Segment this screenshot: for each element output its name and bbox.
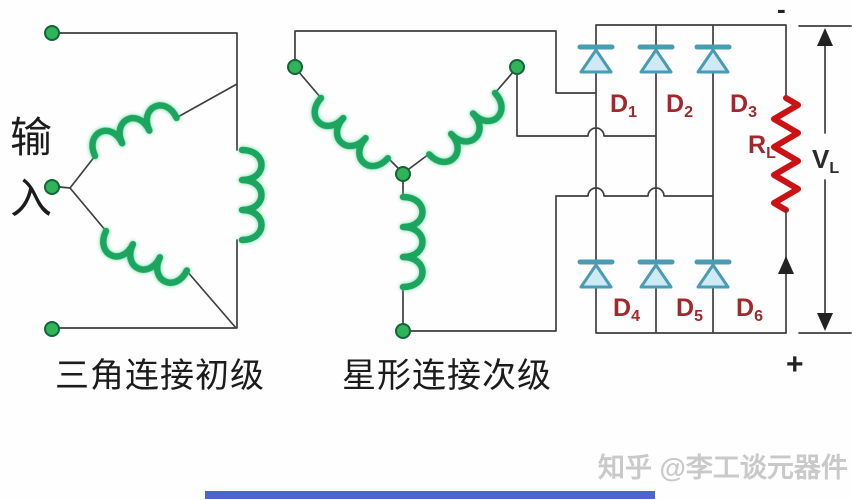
watermark: 知乎 @李工谈元器件 [598,453,848,483]
input-label: 输 入 [10,108,52,230]
rectifier-rails [595,24,787,334]
load-resistor [771,95,801,213]
polarity-minus: - [777,0,786,24]
star-coil-right [425,89,505,166]
input-char-2: 入 [10,174,53,222]
delta-coil-top [89,102,180,160]
diode-d5 [637,259,675,289]
delta-wires [58,32,238,329]
input-terminal-middle [44,179,60,195]
star-neutral-node [395,166,411,182]
caption-star-secondary: 星形连接次级 [342,357,552,395]
vl-ticks [798,25,852,334]
diode-d1-label: D1 [610,90,637,121]
star-secondary-winding [287,30,714,339]
star-terminal-bottom [395,323,411,339]
current-arrow-up-icon [778,256,794,274]
delta-coil-bottom [100,227,191,286]
diode-d3-label: D3 [730,90,757,121]
diode-d3 [694,44,732,74]
resistor-label: RL [748,131,776,162]
diode-d1 [577,44,615,74]
output-voltage-indicator: VL - + [777,0,852,381]
delta-coil-right [238,146,265,244]
star-coil-bottom [399,193,426,291]
diode-d2 [637,44,675,74]
input-char-1: 输 [10,114,53,161]
diode-d5-label: D5 [676,294,703,325]
star-coil-left [311,94,392,170]
vl-arrow-up-icon [817,28,833,46]
star-wires [294,30,714,332]
voltage-label: VL [812,144,839,177]
delta-primary-winding [44,25,265,337]
diode-d2-label: D2 [666,90,693,121]
star-terminal-left [287,59,303,75]
diode-d4-label: D4 [613,294,640,325]
input-terminal-top [44,25,60,41]
star-terminal-right [509,59,525,75]
caption-delta-primary: 三角连接初级 [55,357,265,395]
polarity-plus: + [786,348,804,381]
diode-d4 [577,259,615,289]
bridge-rectifier: D1 D2 D3 D4 D5 D6 [577,24,787,334]
bottom-progress-bar [205,491,655,499]
input-terminal-bottom [44,321,60,337]
diode-d6-label: D6 [736,294,763,325]
vl-arrow-down-icon [817,313,833,331]
diode-d6 [694,259,732,289]
load-branch: RL [748,95,801,334]
